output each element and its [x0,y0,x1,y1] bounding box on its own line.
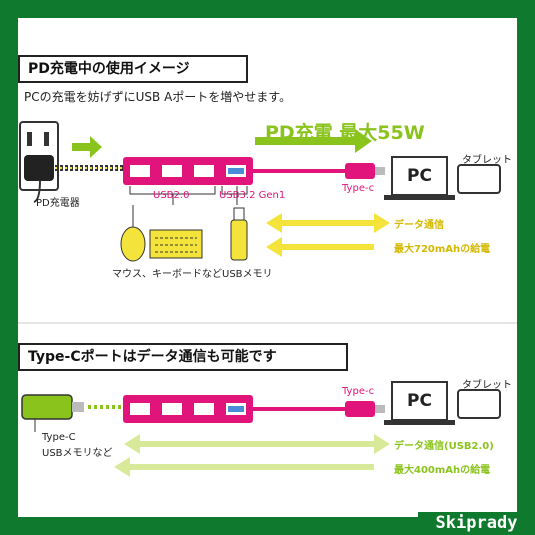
usb-hub-1 [123,157,253,185]
section1-subtitle: PCの充電を妨げずにUSB Aポートを増やせます。 [24,90,292,104]
usb-memory-label: USBメモリ [222,269,273,280]
power-arrow-icon [72,136,102,158]
usb-memory-etc-label: USBメモリなど [42,448,113,459]
pc-label: PC [407,166,432,186]
charger-label: PD充電器 [36,198,80,209]
power-supply-arrow-icon-2 [114,457,374,477]
mouse-icon [120,205,146,262]
frame-border-top [0,0,535,18]
usb2-label: USB2.0 [153,190,190,201]
frame-border-right [517,0,535,535]
data-arrow-icon-2 [124,434,390,454]
usb-memory-icon [230,207,248,261]
tablet-icon-2 [457,389,501,419]
data-transfer-label: データ通信 [394,220,444,231]
typec-device-label: Type-C [42,432,76,443]
power-supply-label-2: 最大400mAhの給電 [394,465,491,476]
wall-outlet-icon [19,121,59,203]
data-arrow-icon [266,213,390,233]
laptop-icon [384,156,455,200]
tablet-icon [457,164,501,194]
type-c-device-icon [21,394,84,432]
pc-label-2: PC [407,391,432,411]
typec-label-2: Type-c [342,386,375,397]
frame-border-left [0,0,18,535]
tablet-label: タブレット [462,155,512,166]
frame-border-bottom [0,517,535,535]
data-transfer-label-2: データ通信(USB2.0) [394,441,494,452]
section2-title: Type-Cポートはデータ通信も可能です [18,343,348,371]
section1-title: PD充電中の使用イメージ [18,55,248,83]
usb-hub-2 [123,395,253,423]
keyboard-icon [149,229,203,259]
watermark: Skiprady [418,512,535,535]
mouse-keyboard-label: マウス、キーボードなど [112,269,222,280]
power-supply-label: 最大720mAhの給電 [394,244,491,255]
usb3-label: USB3.2 Gen1 [219,190,286,201]
laptop-icon-2 [384,381,455,425]
typec-label: Type-c [342,183,375,194]
tablet-label-2: タブレット [462,380,512,391]
power-supply-arrow-icon [266,237,374,257]
